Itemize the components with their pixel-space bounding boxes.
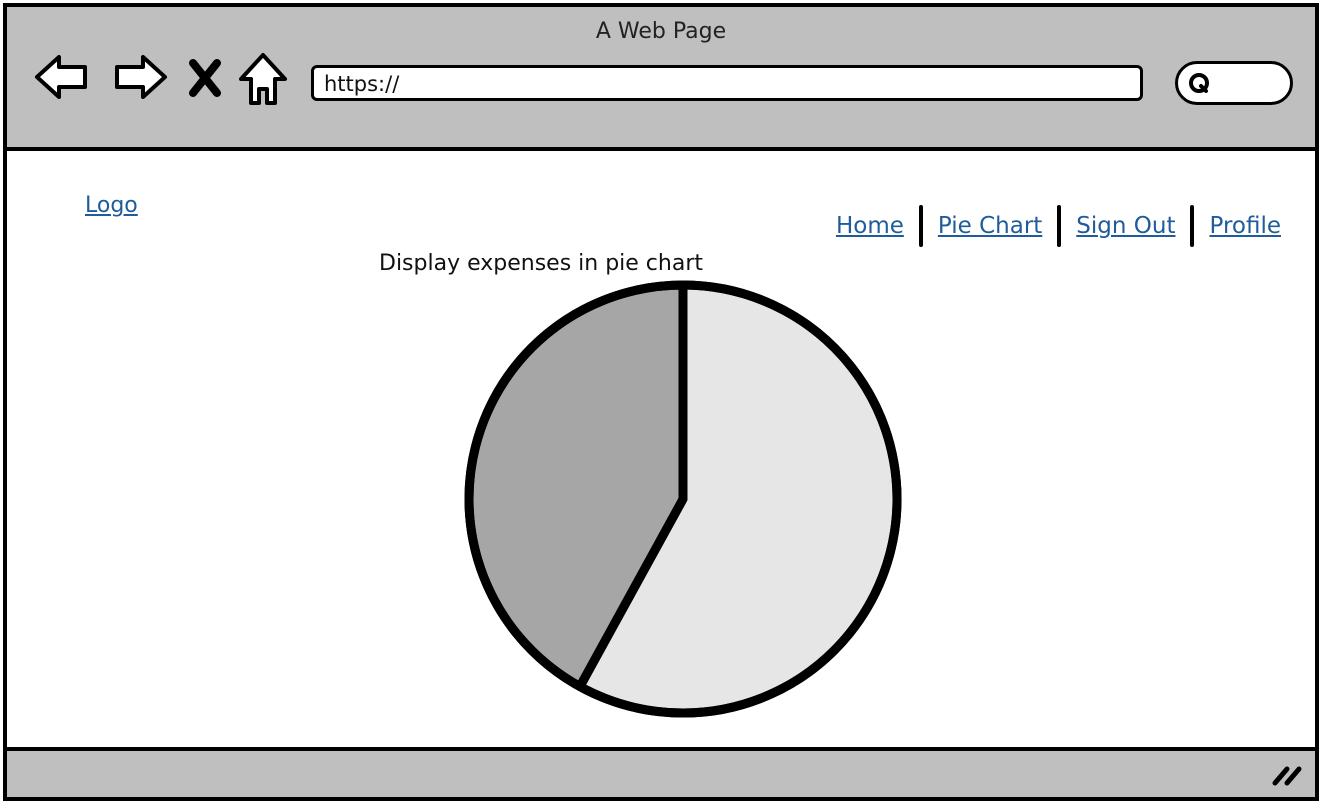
nav-link-pie-chart[interactable]: Pie Chart xyxy=(937,213,1043,239)
nav-separator xyxy=(1190,205,1195,247)
nav-link-sign-out[interactable]: Sign Out xyxy=(1076,213,1176,239)
nav-link-home[interactable]: Home xyxy=(835,213,904,239)
forward-button[interactable] xyxy=(107,49,171,105)
search-icon xyxy=(1189,73,1209,93)
back-arrow-icon xyxy=(35,55,87,99)
nav-link-profile[interactable]: Profile xyxy=(1209,213,1281,239)
top-navigation: Home Pie Chart Sign Out Profile xyxy=(836,205,1281,247)
pie-chart xyxy=(464,280,902,718)
chart-title: Display expenses in pie chart xyxy=(379,251,703,276)
pie-chart-container xyxy=(457,279,909,729)
back-button[interactable] xyxy=(31,49,95,105)
pie-outline xyxy=(464,280,902,718)
nav-separator xyxy=(918,205,923,247)
browser-chrome: A Web Page https:// xyxy=(7,7,1315,151)
resize-grip-icon[interactable] xyxy=(1271,761,1305,787)
browser-window: A Web Page https:// xyxy=(3,3,1319,801)
url-text: https:// xyxy=(324,72,400,96)
stop-button[interactable] xyxy=(185,49,225,105)
nav-separator xyxy=(1057,205,1062,247)
window-title: A Web Page xyxy=(595,19,727,44)
url-bar[interactable]: https:// xyxy=(311,65,1143,101)
home-button[interactable] xyxy=(235,49,291,109)
home-icon xyxy=(239,53,287,105)
close-icon xyxy=(189,59,221,97)
logo-link[interactable]: Logo xyxy=(85,193,138,218)
page-content: Logo Home Pie Chart Sign Out Profile Dis… xyxy=(7,151,1315,747)
status-bar xyxy=(7,747,1315,797)
browser-search-box[interactable] xyxy=(1175,61,1293,105)
forward-arrow-icon xyxy=(115,55,167,99)
